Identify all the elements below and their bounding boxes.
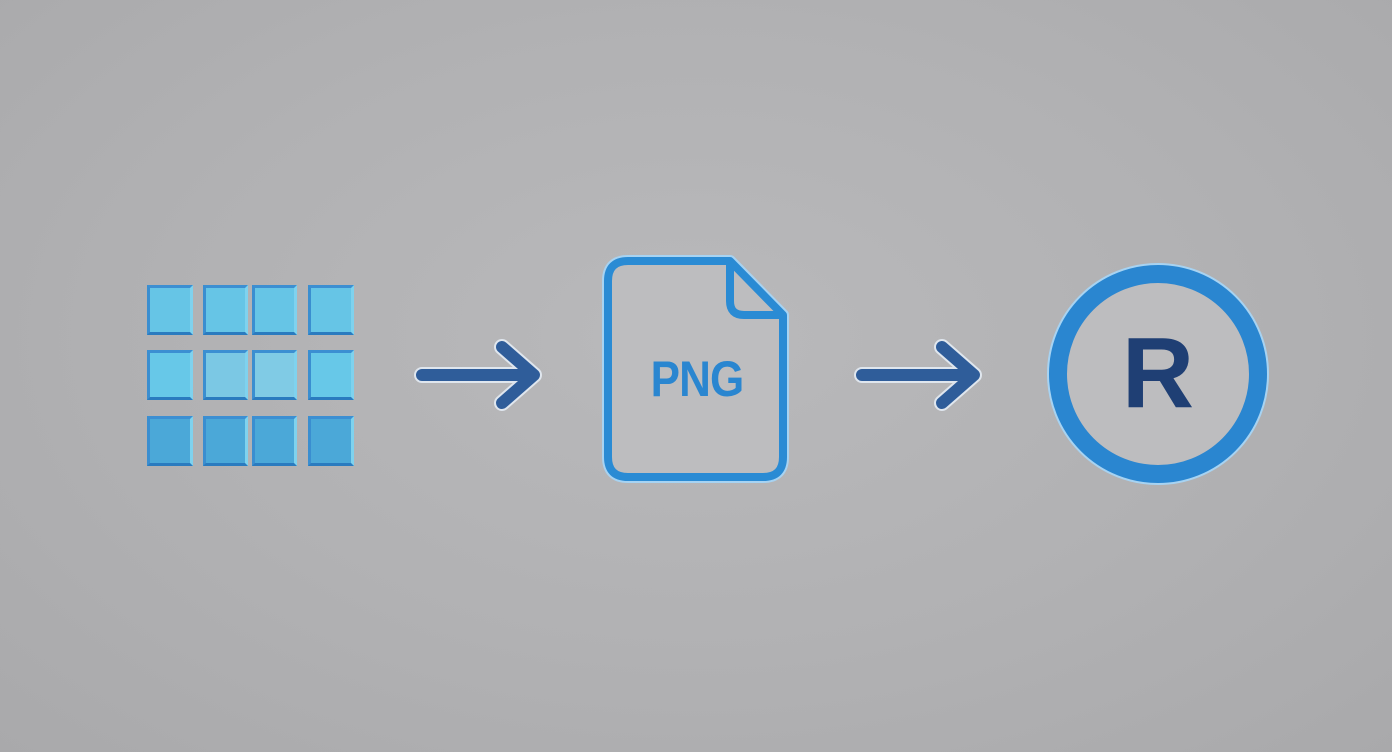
grid-cell: [147, 350, 193, 400]
r-label: R: [1121, 317, 1195, 429]
grid-cell: [252, 416, 297, 466]
arrow-right-icon: [854, 339, 982, 411]
grid-cell: [203, 416, 248, 466]
grid-cell: [252, 350, 297, 400]
grid-cell: [252, 285, 297, 335]
grid-cell: [147, 416, 193, 466]
grid-cell: [308, 350, 354, 400]
grid-cell: [308, 285, 354, 335]
grid-cell: [203, 285, 248, 335]
registered-icon: [1047, 263, 1269, 485]
file-icon: [602, 255, 789, 483]
arrow-right-icon: [414, 339, 542, 411]
grid-cell: [147, 285, 193, 335]
pixel-grid-icon: [0, 0, 1, 1]
grid-cell: [308, 416, 354, 466]
png-label: PNG: [650, 351, 745, 407]
grid-cell: [203, 350, 248, 400]
